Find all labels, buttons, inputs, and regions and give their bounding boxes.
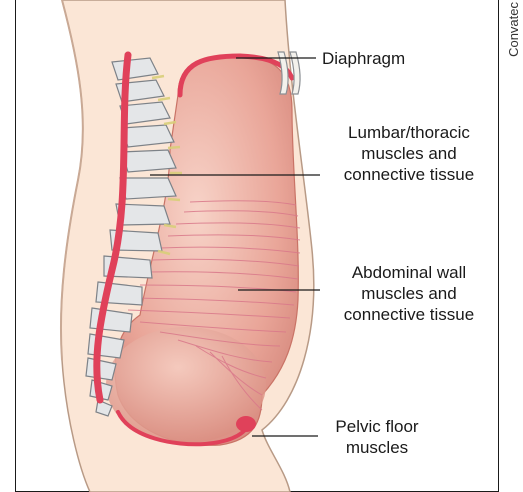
pelvic-floor-bulb <box>236 416 256 432</box>
label-diaphragm: Diaphragm <box>322 48 405 69</box>
label-abdominal-wall: Abdominal wall muscles and connective ti… <box>326 262 492 325</box>
label-lumbar-thoracic: Lumbar/thoracic muscles and connective t… <box>326 122 492 185</box>
label-pelvic-floor: Pelvic floor muscles <box>322 416 432 458</box>
image-credit: Convatec <box>506 2 521 57</box>
